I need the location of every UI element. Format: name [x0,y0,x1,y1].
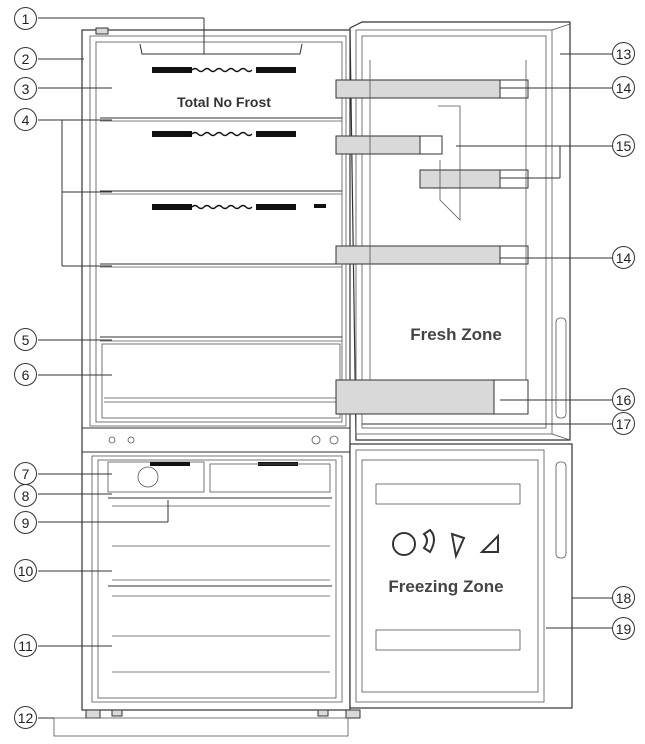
callout-14-lower: 14 [612,246,635,269]
callout-15: 15 [612,134,635,157]
fish-icon [422,528,435,554]
callout-10: 10 [14,559,37,582]
fresh-zone-label: Fresh Zone [410,325,502,344]
callout-13: 13 [612,42,635,65]
callout-3: 3 [14,77,37,100]
callout-7: 7 [14,462,37,485]
callout-2: 2 [14,47,37,70]
callout-8: 8 [14,484,37,507]
freezer-compartment [91,455,343,703]
pizza-icon [479,533,499,553]
callout-11: 11 [14,634,37,657]
callout-1: 1 [14,7,37,30]
callout-17: 17 [612,412,635,435]
callout-16: 16 [612,388,635,411]
air-vents [152,67,326,210]
callout-12: 12 [14,706,37,729]
callout-14-upper: 14 [612,76,635,99]
callout-19: 19 [612,617,635,640]
meat-icon [392,532,416,556]
freezer-door [349,443,573,709]
callout-18: 18 [612,586,635,609]
callout-6: 6 [14,363,37,386]
total-no-frost-label: Total No Frost [177,94,271,110]
freezing-zone-label: Freezing Zone [388,577,503,596]
callout-4: 4 [14,108,37,131]
ice-cream-icon [450,532,466,560]
cabinet-body [81,29,351,711]
callout-5: 5 [14,328,37,351]
fridge-door [335,21,571,441]
leader-lines [38,17,614,719]
callout-9: 9 [14,511,37,534]
fridge-shelves [100,43,342,419]
